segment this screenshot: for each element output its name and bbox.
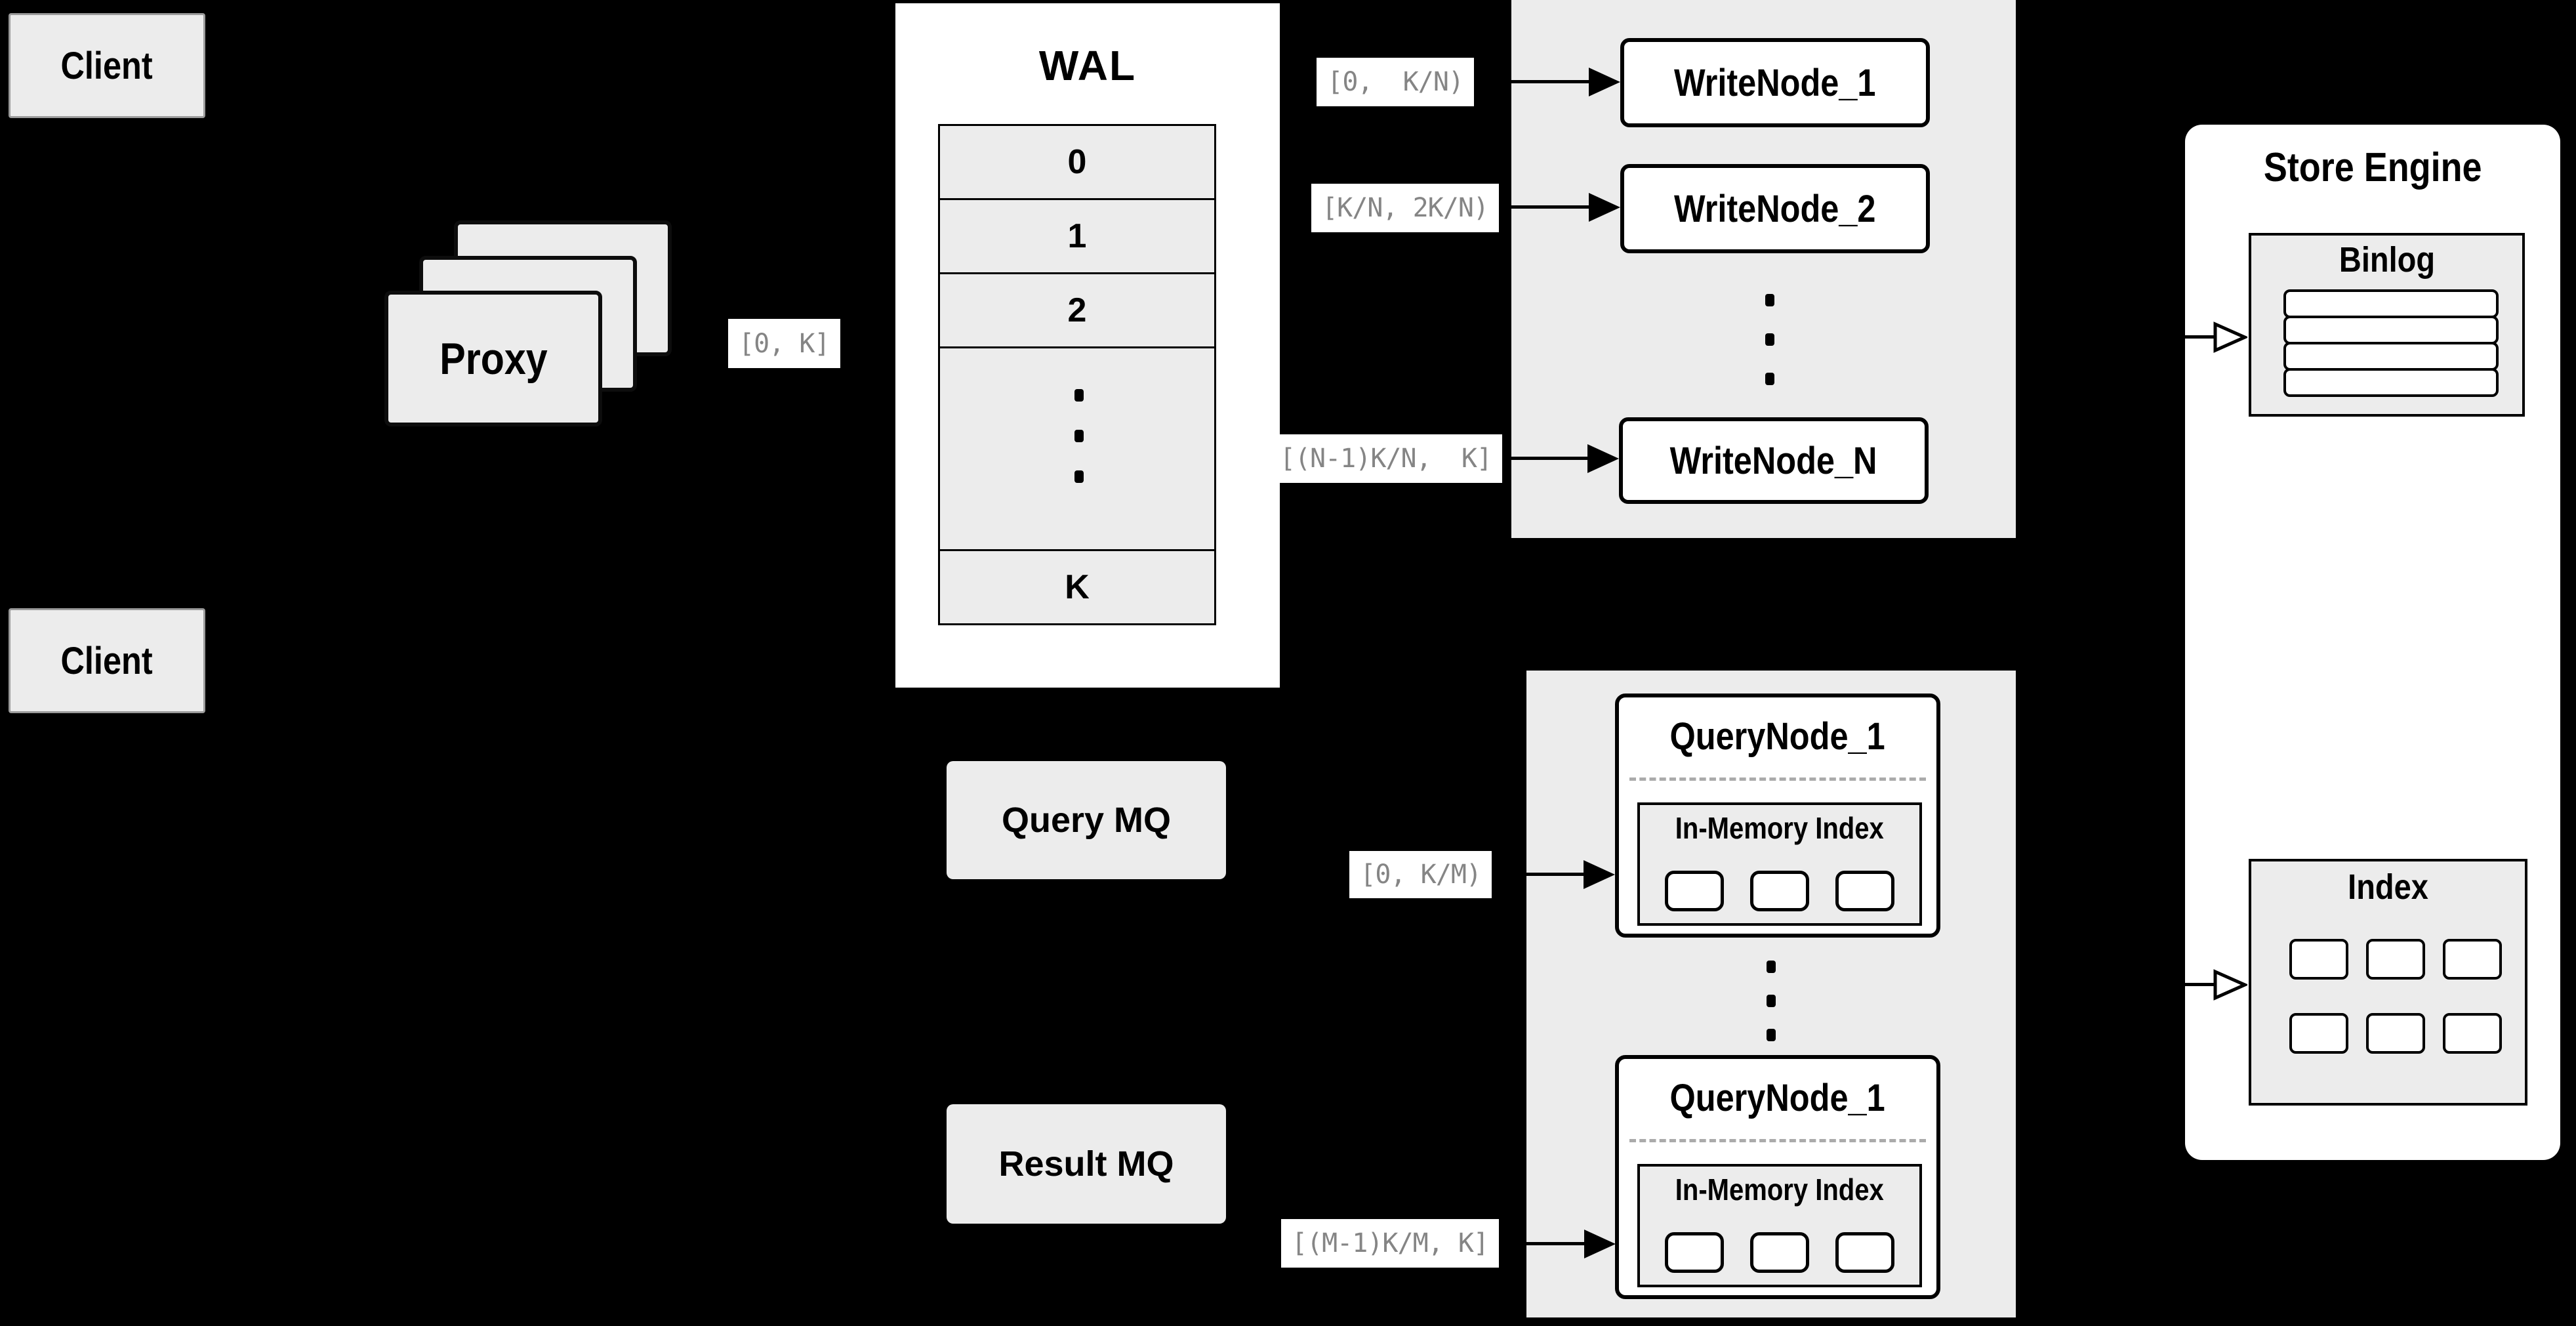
store-engine-title: Store Engine	[2263, 144, 2482, 190]
wal-segment-table: 0 1 2 K	[938, 124, 1216, 625]
client-label: Client	[60, 639, 153, 682]
vertical-ellipsis-dot	[1074, 430, 1084, 442]
arrow-head	[1584, 1230, 1616, 1258]
query-node-1: QueryNode_1 In-Memory Index	[1615, 694, 1940, 938]
query-node-divider	[1629, 777, 1926, 781]
arrow-line	[1499, 1242, 1584, 1245]
wal-segment-row: K	[938, 549, 1216, 625]
index-segment-chip	[1835, 1232, 1894, 1273]
arrow-head	[1589, 193, 1620, 222]
binlog-row	[2283, 342, 2499, 371]
client-box-top: Client	[9, 13, 205, 118]
arrow-line	[1474, 80, 1589, 83]
hollow-arrow-icon	[2213, 969, 2247, 1001]
vertical-ellipsis-dot	[1767, 1029, 1776, 1041]
write-node-label: WriteNode_N	[1670, 439, 1877, 482]
proxy-card-front: Proxy	[384, 291, 602, 426]
wal-segment-row: 0	[938, 124, 1216, 200]
proxy-interval-chip: [0, K]	[728, 319, 840, 368]
query-interval-chip-2: [(M-1)K/M, K]	[1280, 1219, 1499, 1268]
index-segment-chip	[1665, 1232, 1724, 1273]
vertical-ellipsis-dot	[1765, 333, 1774, 346]
query-mq-box: Query MQ	[947, 761, 1226, 879]
result-mq-label: Result MQ	[998, 1144, 1174, 1184]
binlog-row	[2283, 368, 2499, 397]
arrow-line	[1492, 873, 1584, 876]
index-cell	[2366, 1013, 2425, 1054]
index-cell	[2443, 939, 2502, 980]
index-cell	[2443, 1013, 2502, 1054]
store-engine-panel: Store Engine Binlog Index	[2185, 125, 2560, 1160]
query-node-2: QueryNode_1 In-Memory Index	[1615, 1055, 1940, 1299]
index-segment-chip	[1835, 871, 1894, 911]
wal-segment-row: 2	[938, 272, 1216, 348]
arrow-head	[1589, 68, 1620, 96]
vertical-ellipsis-dot	[1767, 995, 1776, 1007]
wal-panel: WAL 0 1 2 K	[895, 3, 1280, 688]
index-title: Index	[2348, 867, 2428, 907]
index-cells	[2289, 939, 2502, 1054]
arrow-line	[1502, 457, 1587, 460]
result-mq-box: Result MQ	[947, 1104, 1226, 1224]
write-node-n: WriteNode_N	[1619, 417, 1929, 504]
arrow-head	[1584, 860, 1615, 889]
index-cell	[2289, 939, 2348, 980]
query-mq-label: Query MQ	[1001, 800, 1172, 840]
query-node-title: QueryNode_1	[1669, 1076, 1886, 1119]
write-interval-chip-2: [K/N, 2K/N)	[1311, 184, 1499, 232]
vertical-ellipsis-dot	[1074, 389, 1084, 402]
write-node-label: WriteNode_2	[1674, 187, 1876, 230]
index-segment-chip	[1750, 871, 1809, 911]
in-memory-index-box: In-Memory Index	[1637, 802, 1922, 926]
index-segment-row	[1640, 871, 1919, 911]
query-node-title: QueryNode_1	[1669, 715, 1886, 758]
in-memory-index-box: In-Memory Index	[1637, 1164, 1922, 1287]
write-interval-chip-3: [(N-1)K/N, K]	[1269, 434, 1502, 483]
in-memory-index-title: In-Memory Index	[1675, 1172, 1884, 1207]
client-box-bottom: Client	[9, 608, 205, 713]
vertical-ellipsis-dot	[1767, 961, 1776, 973]
write-node-2: WriteNode_2	[1620, 164, 1930, 253]
in-memory-index-title: In-Memory Index	[1675, 811, 1884, 845]
binlog-title: Binlog	[2339, 240, 2435, 280]
hollow-arrow-icon	[2213, 321, 2247, 353]
write-node-1: WriteNode_1	[1620, 38, 1930, 127]
arrow-head	[1587, 444, 1619, 473]
wal-ellipsis-cell	[938, 346, 1216, 551]
index-segment-chip	[1750, 1232, 1809, 1273]
write-node-label: WriteNode_1	[1674, 61, 1876, 104]
wal-title: WAL	[1038, 42, 1137, 89]
proxy-label: Proxy	[439, 333, 548, 384]
arrow-line	[1499, 205, 1589, 209]
vertical-ellipsis-dot	[1765, 373, 1774, 385]
query-interval-chip-1: [0, K/M)	[1349, 851, 1492, 898]
index-cell	[2366, 939, 2425, 980]
wal-segment-row: 1	[938, 198, 1216, 274]
vertical-ellipsis-dot	[1765, 294, 1774, 306]
vertical-ellipsis-dot	[1074, 470, 1084, 483]
binlog-row	[2283, 289, 2499, 318]
index-segment-row	[1640, 1232, 1919, 1273]
binlog-row	[2283, 316, 2499, 344]
binlog-rows	[2283, 289, 2499, 397]
index-segment-chip	[1665, 871, 1724, 911]
arrow-line	[2185, 983, 2215, 986]
index-box: Index	[2249, 859, 2527, 1106]
index-cell	[2289, 1013, 2348, 1054]
binlog-box: Binlog	[2249, 233, 2525, 417]
write-interval-chip-1: [0, K/N)	[1317, 58, 1474, 106]
query-node-divider	[1629, 1139, 1926, 1142]
arrow-line	[2185, 335, 2215, 339]
client-label: Client	[60, 44, 153, 87]
